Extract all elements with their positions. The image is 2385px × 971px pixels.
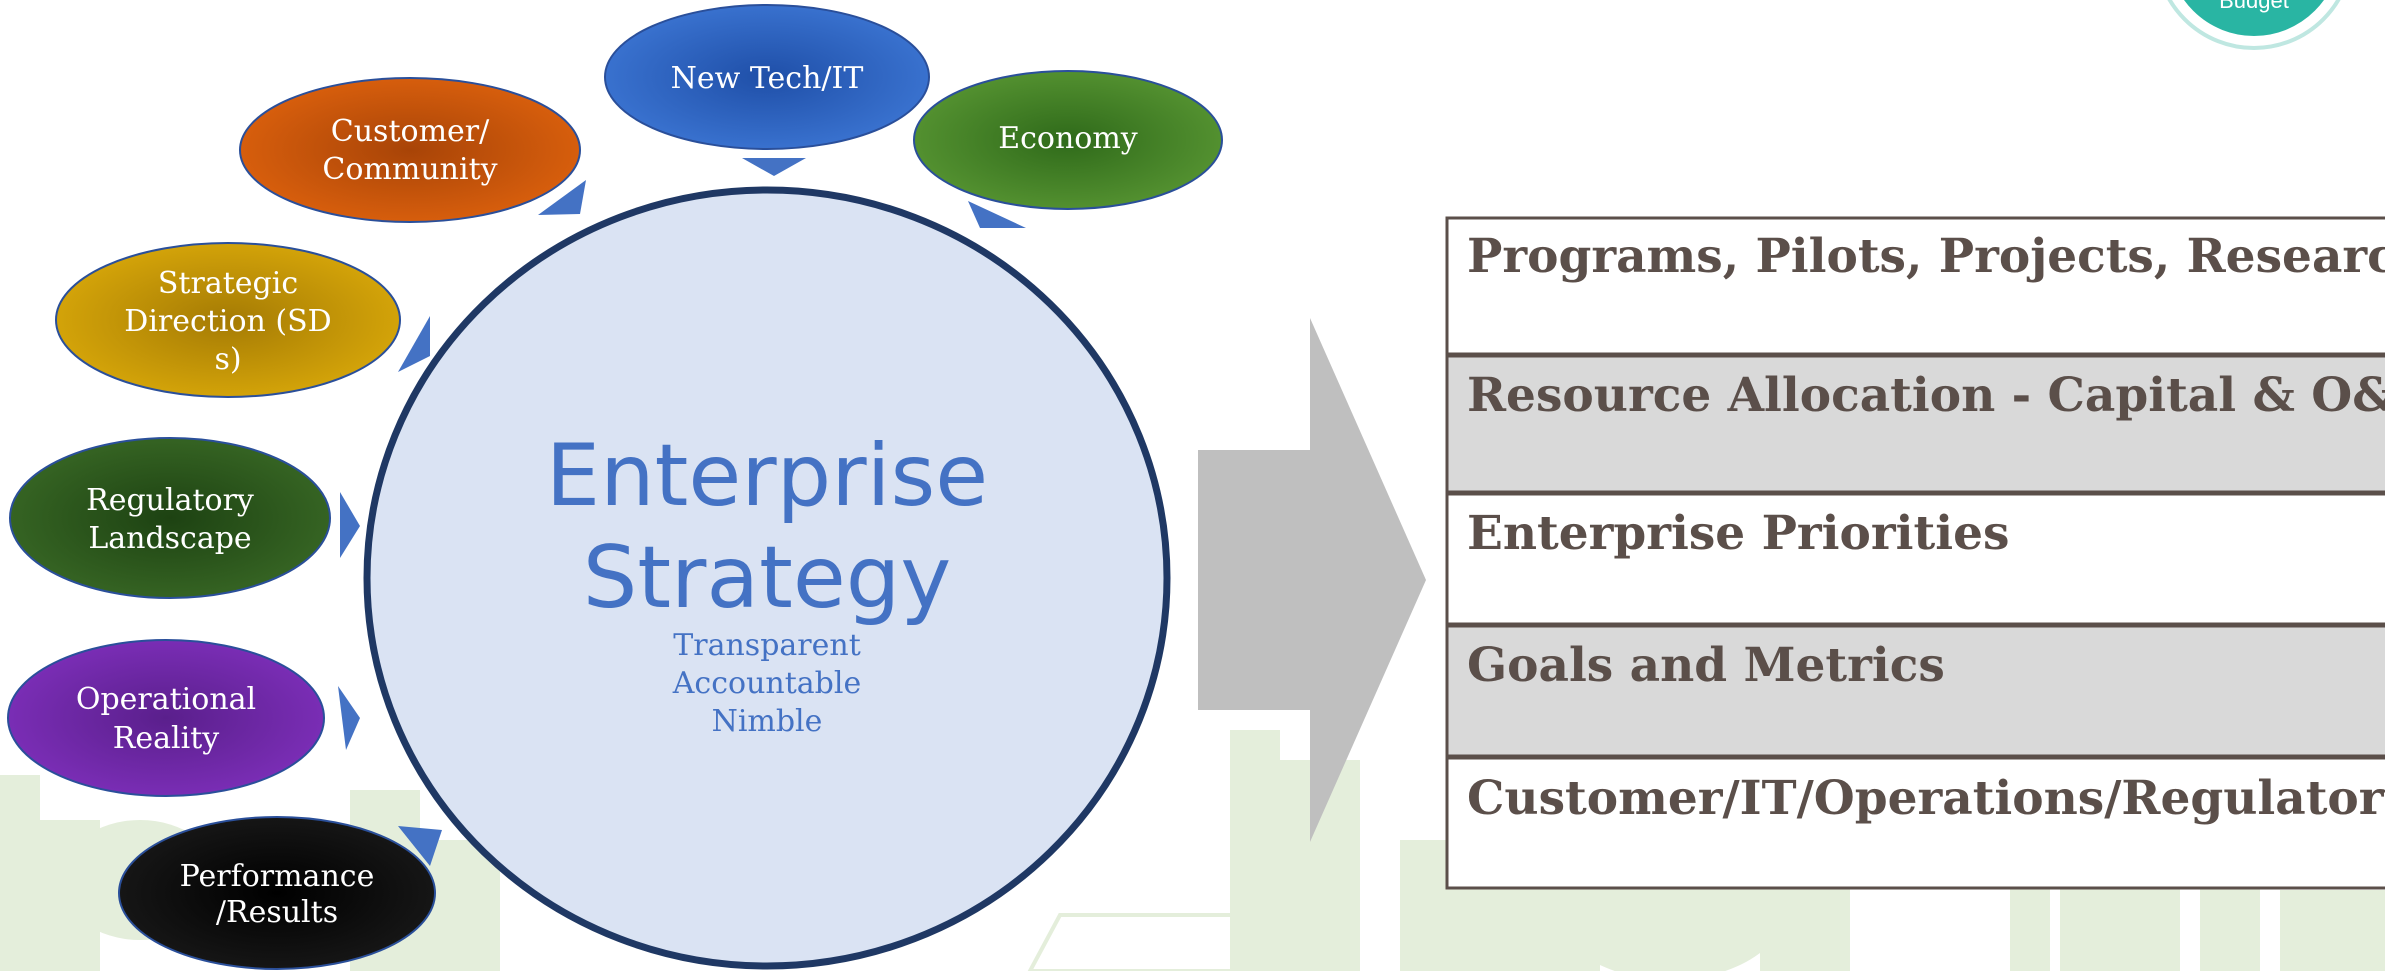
pointer-performance-results [398, 826, 442, 866]
center-title-line2: Strategy [583, 528, 951, 628]
outcome-row: Enterprise Priorities [1445, 492, 2385, 626]
outcome-row: Goals and Metrics [1445, 624, 2385, 758]
flow-arrow [1198, 318, 1426, 842]
driver-label: Economy [998, 121, 1138, 156]
pointer-operational-reality [338, 686, 360, 750]
pointer-customer-community [538, 180, 586, 215]
driver-label: Regulatory [86, 483, 254, 518]
driver-label: Strategic [158, 266, 298, 301]
driver-label: Performance [180, 859, 375, 894]
center-title-line1: Enterprise [546, 426, 988, 526]
pointer-regulatory-landscape [340, 492, 360, 558]
driver-new-tech: New Tech/IT [604, 4, 930, 150]
driver-label: Reality [113, 721, 219, 756]
driver-performance-results: Performance /Results [118, 816, 436, 970]
outcome-label: Enterprise Priorities [1467, 506, 2009, 561]
outcome-row: Customer/IT/Operations/Regulatory [1445, 756, 2385, 890]
driver-strategic-direction: Strategic Direction (SD s) [55, 242, 401, 398]
center-value-transparent: Transparent [673, 628, 861, 663]
enterprise-strategy-circle: Enterprise Strategy Transparent Accounta… [363, 186, 1171, 970]
outcome-label: Programs, Pilots, Projects, Research [1467, 229, 2385, 284]
driver-label: Direction (SD [124, 304, 331, 339]
outcome-label: Resource Allocation - Capital & O&M [1467, 368, 2385, 423]
budget-badge: Budget [2167, 0, 2341, 50]
outcome-label: Customer/IT/Operations/Regulatory [1467, 771, 2385, 826]
outcome-row: Programs, Pilots, Projects, Research [1445, 216, 2385, 356]
driver-label: /Results [216, 895, 338, 930]
center-value-nimble: Nimble [712, 704, 823, 739]
center-value-accountable: Accountable [672, 666, 861, 701]
driver-regulatory-landscape: Regulatory Landscape [9, 437, 331, 599]
driver-label: Community [322, 152, 497, 187]
pointer-new-tech [742, 158, 806, 176]
outcomes-stack: Programs, Pilots, Projects, Research Res… [1445, 216, 2385, 890]
driver-economy: Economy [913, 70, 1223, 210]
driver-label: Landscape [88, 521, 251, 556]
driver-label: Operational [76, 682, 256, 717]
driver-label: s) [214, 342, 241, 377]
pointer-economy [968, 201, 1026, 228]
driver-label: Customer/ [331, 114, 490, 149]
driver-label: New Tech/IT [671, 61, 864, 96]
driver-customer-community: Customer/ Community [239, 77, 581, 223]
pointer-strategic-direction [398, 316, 430, 372]
outcome-row: Resource Allocation - Capital & O&M [1445, 354, 2385, 494]
driver-operational-reality: Operational Reality [7, 639, 325, 797]
outcome-label: Goals and Metrics [1467, 638, 1945, 693]
driver-pointers [338, 158, 1026, 866]
badge-label: Budget [2219, 0, 2289, 13]
